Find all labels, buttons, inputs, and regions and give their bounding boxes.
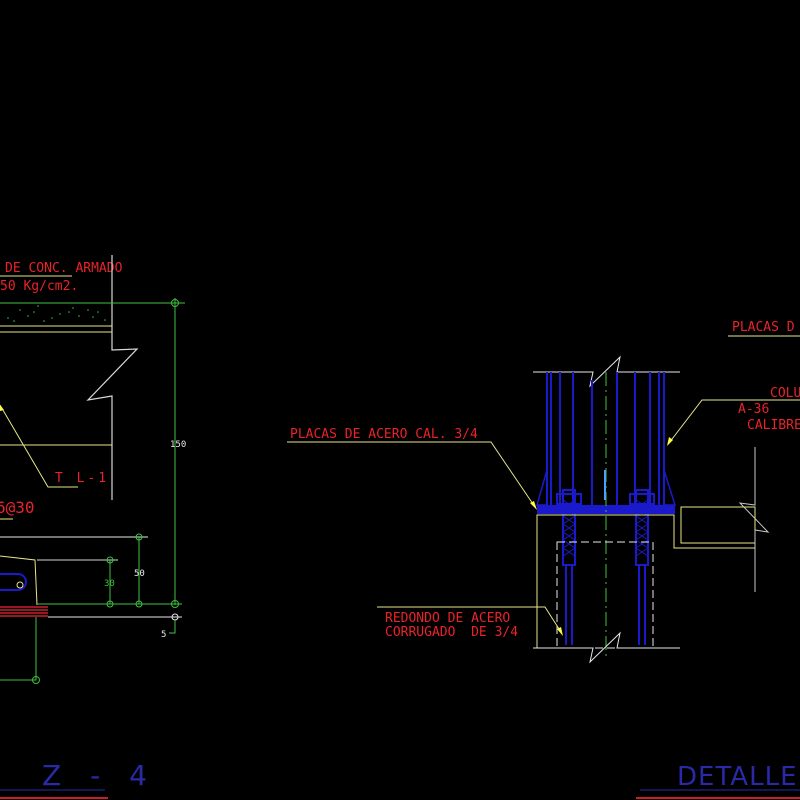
leader-arrow xyxy=(667,437,673,446)
gusset-left xyxy=(536,469,548,506)
slab-label-line2: 50 Kg/cm2. xyxy=(0,279,78,294)
wall-break-line-right xyxy=(738,447,770,592)
left-detail: DE CONC. ARMADO 50 Kg/cm2. T L-1 6@30 15… xyxy=(0,255,186,799)
dashed-footing xyxy=(556,541,654,649)
slab-label-line1: DE CONC. ARMADO xyxy=(5,261,123,276)
leader-arrow xyxy=(557,627,563,636)
column-leader xyxy=(668,399,800,444)
dimension-5-label: 5 xyxy=(161,630,166,640)
dimension-50-label: 50 xyxy=(134,569,145,579)
base-plate xyxy=(537,505,675,514)
beam-label: T L-1 xyxy=(55,471,109,486)
rebar-section xyxy=(16,581,24,589)
red-hatch xyxy=(0,606,48,617)
pedestal-outline xyxy=(536,514,755,648)
right-plate-label: PLACAS D xyxy=(732,320,795,335)
beam-section xyxy=(680,506,756,544)
column-break-bottom xyxy=(533,631,680,664)
gusset-right xyxy=(663,469,677,506)
dimension-5-leader xyxy=(169,620,176,634)
rebar-label-line2: CORRUGADO DE 3/4 xyxy=(385,625,518,640)
dimension-30-label: 30 xyxy=(104,579,115,589)
dimension-150-label: 150 xyxy=(170,440,186,450)
dimension-marker xyxy=(171,299,179,307)
right-detail: PLACAS D COLU A-36 CALIBRE DETALLE xyxy=(636,320,800,799)
column-label-line3: CALIBRE xyxy=(747,418,800,433)
rebar-spacing-label: 6@30 xyxy=(0,498,35,517)
plate-leader xyxy=(287,441,536,508)
plate-label: PLACAS DE ACERO CAL. 3/4 xyxy=(290,427,478,442)
anchor-hook xyxy=(0,573,27,591)
detail-title: DETALLE xyxy=(677,762,798,792)
detail-title-z4: Z - 4 xyxy=(42,759,157,792)
lower-dimension xyxy=(0,617,37,681)
column-break-top xyxy=(533,355,680,388)
beam-leader xyxy=(0,404,78,488)
rebar-label-line1: REDONDO DE ACERO xyxy=(385,611,510,626)
column-label-line1: COLU xyxy=(770,386,800,401)
column-base-detail: PLACAS DE ACERO CAL. 3/4 xyxy=(287,355,770,664)
slab-concrete-hatch xyxy=(7,305,106,322)
anchor-bolt-right xyxy=(629,489,655,645)
column-label-line2: A-36 xyxy=(738,402,769,417)
rebar-leader xyxy=(377,606,562,633)
leader-arrow xyxy=(0,405,4,411)
wall-break-line xyxy=(86,255,139,500)
anchor-bolt-left xyxy=(556,489,582,645)
footing-outline xyxy=(0,555,38,606)
leader-arrow xyxy=(530,501,537,510)
